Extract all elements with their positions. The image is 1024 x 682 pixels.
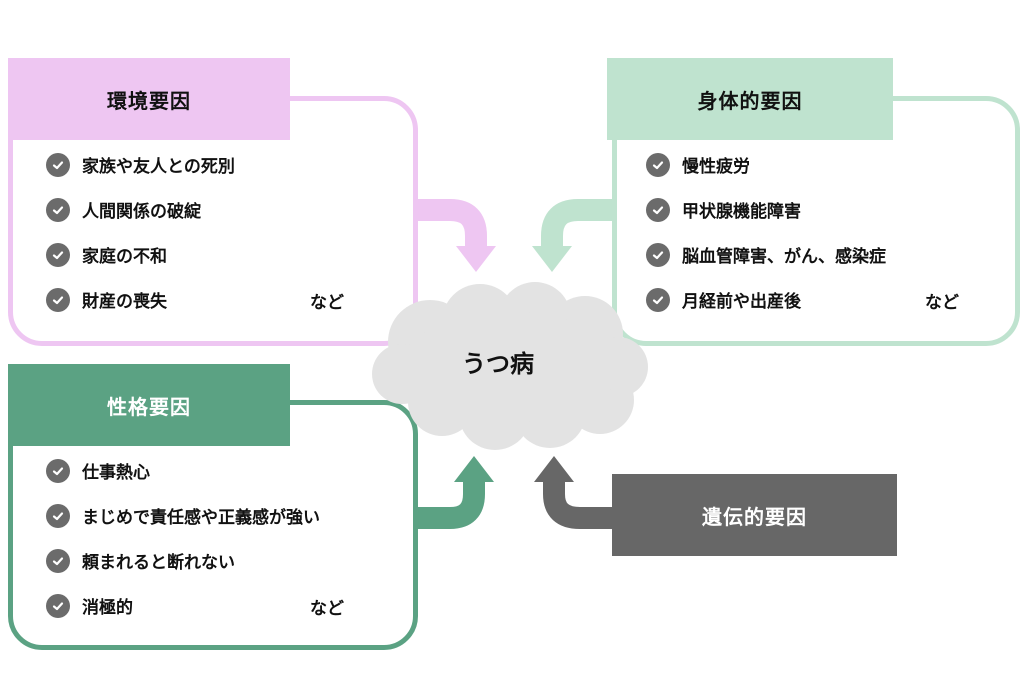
physical-list: 慢性疲労 甲状腺機能障害 脳血管障害、がん、感染症 月経前や出産後: [646, 142, 886, 322]
personality-title: 性格要因: [107, 394, 191, 419]
list-item: 家庭の不和: [46, 232, 235, 277]
check-circle-icon: [46, 197, 70, 222]
center-label: うつ病: [462, 350, 534, 378]
check-circle-icon: [46, 548, 70, 573]
list-item: まじめで責任感や正義感が強い: [46, 493, 320, 538]
physical-title: 身体的要因: [697, 88, 803, 113]
list-item: 家族や友人との死別: [46, 142, 235, 187]
environmental-etc: など: [310, 293, 344, 313]
check-circle-icon: [46, 503, 70, 528]
genetic-title: 遺伝的要因: [702, 504, 807, 529]
list-item: 消極的: [46, 583, 320, 628]
genetic-box: 遺伝的要因: [612, 474, 897, 556]
personality-list: 仕事熱心 まじめで責任感や正義感が強い 頼まれると断れない 消極的: [46, 448, 320, 628]
list-item: 月経前や出産後: [646, 277, 886, 322]
personality-etc: など: [310, 599, 344, 619]
list-item: 財産の喪失: [46, 277, 235, 322]
check-circle-icon: [646, 152, 670, 177]
environmental-list: 家族や友人との死別 人間関係の破綻 家庭の不和 財産の喪失: [46, 142, 235, 322]
list-item: 仕事熱心: [46, 448, 320, 493]
physical-arrow: [532, 199, 615, 272]
physical-etc: など: [925, 293, 959, 313]
environmental-title: 環境要因: [107, 88, 191, 113]
list-item: 頼まれると断れない: [46, 538, 320, 583]
genetic-arrow: [534, 456, 615, 529]
check-circle-icon: [46, 287, 70, 312]
cloud-shape: [372, 282, 648, 450]
environmental-arrow: [410, 199, 496, 272]
check-circle-icon: [646, 287, 670, 312]
list-item: 甲状腺機能障害: [646, 187, 886, 232]
physical-header: 身体的要因: [607, 58, 893, 140]
personality-header: 性格要因: [8, 364, 290, 446]
list-item: 人間関係の破綻: [46, 187, 235, 232]
check-circle-icon: [46, 152, 70, 177]
check-circle-icon: [646, 197, 670, 222]
personality-arrow: [410, 456, 494, 529]
check-circle-icon: [46, 242, 70, 267]
check-circle-icon: [46, 458, 70, 483]
list-item: 脳血管障害、がん、感染症: [646, 232, 886, 277]
check-circle-icon: [46, 593, 70, 618]
environmental-header: 環境要因: [8, 58, 290, 140]
check-circle-icon: [646, 242, 670, 267]
list-item: 慢性疲労: [646, 142, 886, 187]
